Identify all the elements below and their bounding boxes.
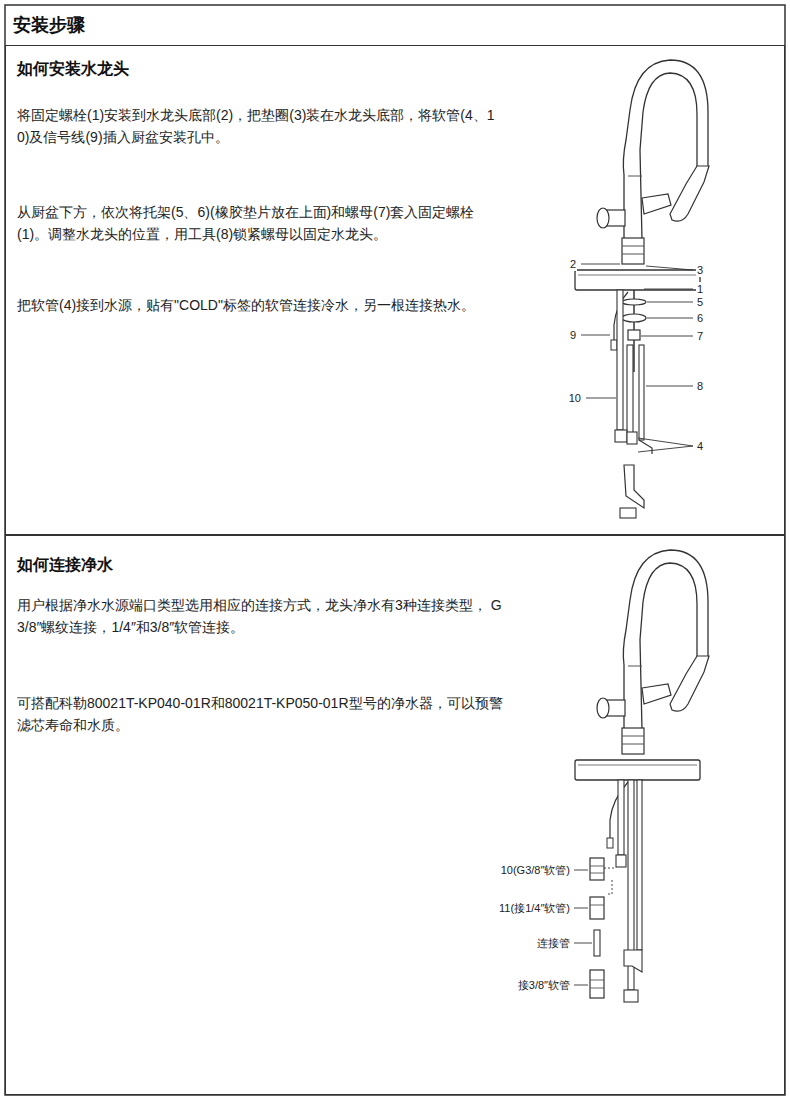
figure-install-part xyxy=(620,508,636,518)
figure-install xyxy=(575,60,709,518)
figure-purifier-part xyxy=(590,858,604,880)
figure-purifier-part xyxy=(597,550,709,754)
section-panel: 如何连接净水用户根据净水水源端口类型选用相应的连接方式，龙头净水有3种连接类型，… xyxy=(5,535,785,1095)
figure-install-part xyxy=(597,60,709,264)
leader-lines-part xyxy=(574,908,588,909)
leader-lines-part xyxy=(574,985,588,986)
page-title: 安装步骤 xyxy=(13,13,85,37)
figure-install-part xyxy=(628,330,640,340)
figure-purifier-part xyxy=(575,760,700,780)
figure-purifier-part xyxy=(616,855,626,867)
figure-install-part xyxy=(622,314,646,322)
leader-lines-part xyxy=(638,438,693,446)
figure-purifier-part xyxy=(578,765,697,766)
instruction-text: 将固定螺栓(1)安装到水龙头底部(2)，把垫圈(3)装在水龙头底部，将软管(4、… xyxy=(17,104,503,148)
figure-purifier-part xyxy=(590,897,604,919)
callout-number: 3 xyxy=(696,263,704,277)
leader-lines-part xyxy=(646,386,693,387)
leader-lines-part xyxy=(586,398,616,399)
leader-lines-part xyxy=(647,318,693,319)
figure-purifier-part xyxy=(624,950,642,972)
figure-install-part xyxy=(575,270,700,290)
figure-install-part xyxy=(578,275,697,276)
callout-number: 8 xyxy=(696,379,704,393)
part-label: 11(接1/4″软管) xyxy=(498,901,571,915)
leader-lines-part xyxy=(644,289,693,290)
callout-number: 5 xyxy=(696,295,704,309)
figure-install-part xyxy=(639,345,644,440)
instruction-text: 把软管(4)接到水源，贴有"COLD"标签的软管连接冷水，另一根连接热水。 xyxy=(17,294,503,316)
part-label: 接3/8″软管 xyxy=(517,978,571,992)
instruction-text: 用户根据净水水源端口类型选用相应的连接方式，龙头净水有3种连接类型， G3/8″… xyxy=(17,594,503,638)
instruction-text: 可搭配科勒80021T-KP040-01R和80021T-KP050-01R型号… xyxy=(17,692,503,736)
part-label: 10(G3/8″软管) xyxy=(500,863,571,877)
figure-purifier-part xyxy=(624,990,638,1002)
leader-lines-part xyxy=(646,266,693,270)
part-label: 连接管 xyxy=(536,936,571,950)
figure-purifier-part xyxy=(590,905,604,906)
callout-number: 1 xyxy=(696,282,704,296)
callout-number: 6 xyxy=(696,311,704,325)
leader-lines-part xyxy=(574,870,588,871)
leader-lines-part xyxy=(581,335,610,336)
instruction-text: 从厨盆下方，依次将托架(5、6)(橡胶垫片放在上面)和螺母(7)套入固定螺栓(1… xyxy=(17,201,503,245)
figure-install-part xyxy=(627,432,637,444)
figure-install-part xyxy=(617,290,623,430)
figure-install-part xyxy=(627,345,633,433)
figure-install-part xyxy=(611,340,617,350)
figure-purifier xyxy=(575,550,709,1002)
figure-install-part xyxy=(615,430,627,442)
figure-purifier-part xyxy=(594,930,600,956)
figure-purifier-part xyxy=(590,980,604,988)
leader-lines-part xyxy=(647,302,693,303)
page-frame xyxy=(5,5,785,1095)
figure-purifier-part xyxy=(607,838,613,848)
leader-lines-part xyxy=(638,446,693,452)
callout-number: 4 xyxy=(696,439,704,453)
leader-lines xyxy=(574,870,592,985)
page-frame-part xyxy=(5,5,785,1095)
figure-purifier-part xyxy=(604,868,616,894)
figure-purifier-part xyxy=(590,970,604,998)
figure-install-part xyxy=(622,299,646,305)
callout-number: 9 xyxy=(569,328,577,342)
section-heading: 如何安装水龙头 xyxy=(17,58,129,80)
callout-number: 7 xyxy=(696,329,704,343)
leader-lines-part xyxy=(574,943,592,944)
callout-number: 2 xyxy=(569,257,577,271)
figure-purifier-part xyxy=(590,866,604,873)
callout-number: 10 xyxy=(568,391,582,405)
leader-lines xyxy=(581,264,693,452)
leader-lines-part xyxy=(581,264,620,265)
figure-purifier-part xyxy=(618,780,624,855)
figure-purifier-part xyxy=(637,780,642,950)
section-heading: 如何连接净水 xyxy=(17,554,113,576)
figure-install-part xyxy=(624,465,644,508)
leader-lines-part xyxy=(641,336,693,337)
section-panel: 如何安装水龙头将固定螺栓(1)安装到水龙头底部(2)，把垫圈(3)装在水龙头底部… xyxy=(5,45,785,535)
